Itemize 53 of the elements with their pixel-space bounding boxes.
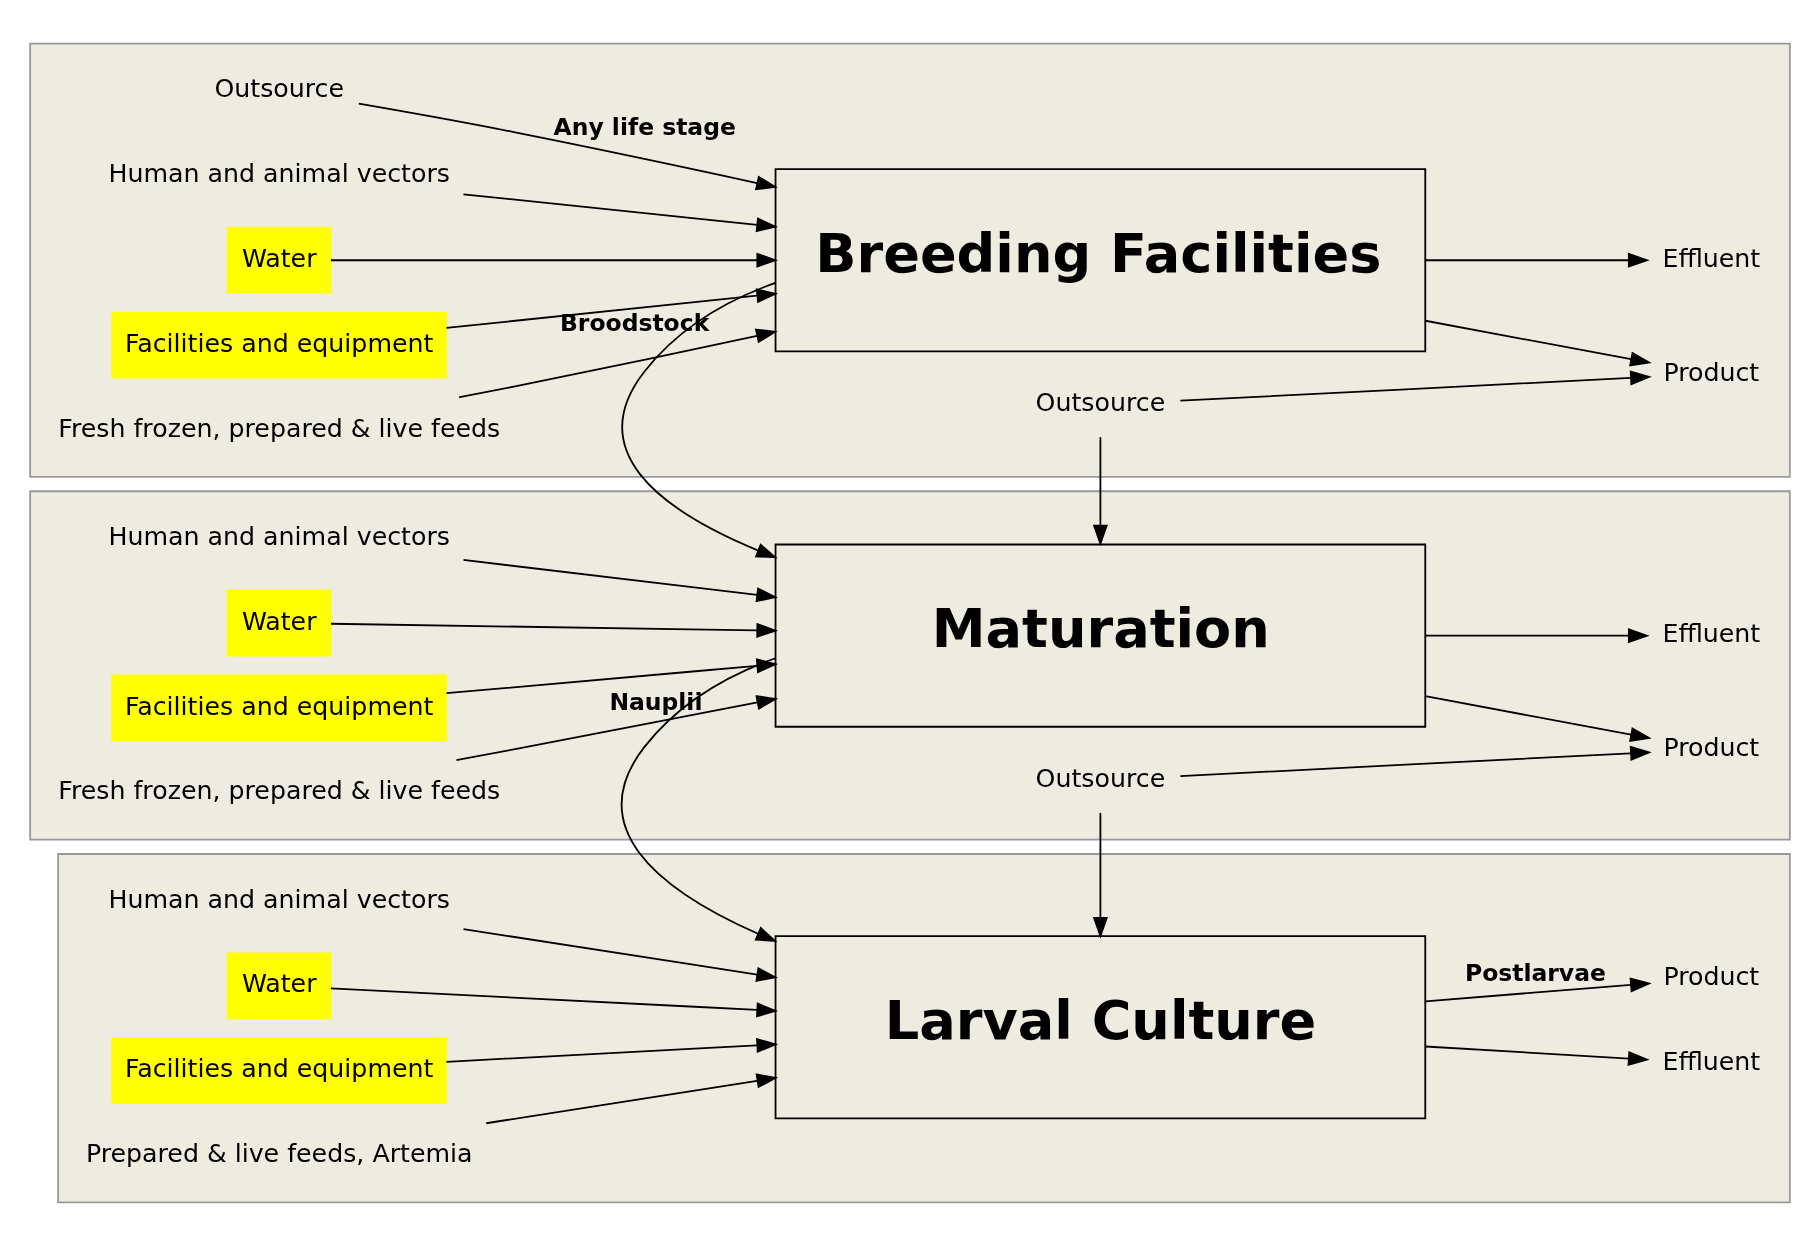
cluster [29, 490, 1791, 841]
arrow [462, 559, 778, 603]
arrow [357, 102, 778, 191]
node-text: Product [1663, 962, 1760, 992]
arrow [1424, 319, 1652, 367]
arrow [621, 281, 778, 559]
node-text: Fresh frozen, prepared & live feeds [58, 776, 501, 806]
arrow [1092, 436, 1108, 547]
arrow [462, 928, 778, 982]
cluster [29, 42, 1791, 478]
node-box: Facilities and equipment [111, 1037, 448, 1104]
arrow [330, 252, 779, 268]
node-text: Human and animal vectors [108, 521, 450, 551]
node-box: Facilities and equipment [111, 674, 448, 742]
edge-label: Any life stage [553, 112, 736, 141]
node-text: Outsource [214, 74, 345, 104]
arrow [620, 657, 778, 942]
node-text: Outsource [1035, 388, 1166, 418]
node-text: Outsource [1035, 763, 1166, 793]
arrow [458, 328, 778, 399]
arrow [1424, 628, 1650, 644]
node-text: Effluent [1662, 243, 1761, 273]
arrow [1424, 977, 1652, 1003]
node-box: Breeding Facilities [774, 168, 1427, 353]
node-text: Human and animal vectors [108, 884, 450, 914]
node-box: Water [226, 952, 332, 1020]
node-box: Facilities and equipment [111, 311, 448, 379]
cluster [57, 853, 1791, 1204]
arrow [462, 193, 778, 233]
arrow [1179, 370, 1652, 402]
node-box: Larval Culture [774, 935, 1427, 1120]
arrow [445, 658, 779, 695]
node-text: Effluent [1662, 1047, 1761, 1077]
arrow [1424, 252, 1650, 268]
arrow [1424, 1045, 1650, 1067]
node-text: Product [1663, 357, 1760, 387]
node-text: Effluent [1662, 619, 1761, 649]
arrow [445, 1037, 779, 1063]
node-text: Product [1663, 733, 1760, 763]
node-text: Human and animal vectors [108, 159, 450, 189]
edge-label: Postlarvae [1464, 959, 1606, 988]
arrow [1424, 695, 1652, 742]
arrow [1179, 745, 1652, 777]
node-text: Fresh frozen, prepared & live feeds [58, 413, 501, 443]
arrow [330, 987, 779, 1018]
node-box: Water [226, 226, 332, 294]
arrow [1092, 812, 1108, 939]
arrow [485, 1073, 779, 1125]
arrow [455, 695, 779, 762]
arrow [330, 622, 779, 638]
node-box: Water [226, 589, 332, 657]
node-box: Maturation [774, 543, 1427, 728]
node-text: Prepared & live feeds, Artemia [85, 1139, 473, 1169]
